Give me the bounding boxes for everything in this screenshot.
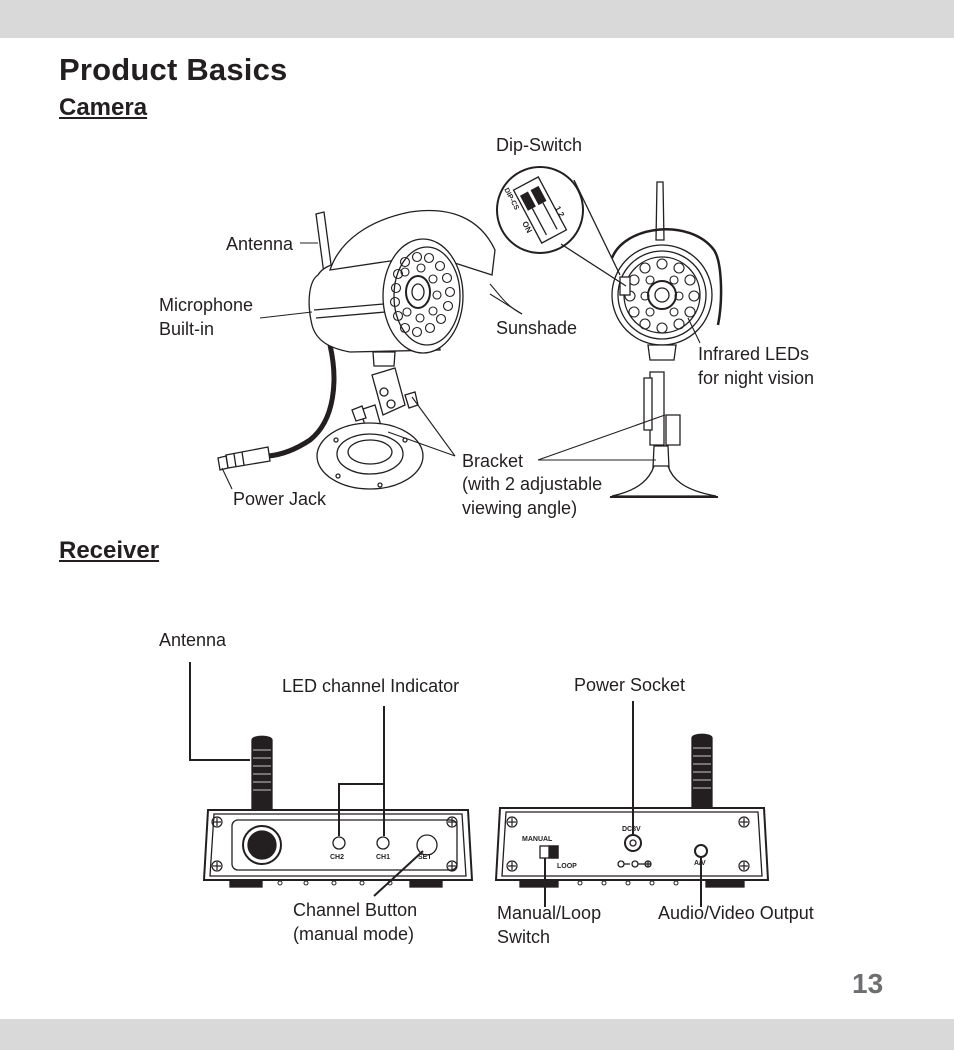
power-socket-label: Power Socket [574,675,686,695]
camera-heading: Camera [59,94,148,121]
camera-antenna-label: Antenna [226,234,294,254]
receiver-antenna-label: Antenna [159,630,227,650]
bracket-label-line1: Bracket [462,451,524,471]
microphone-label-line1: Microphone [159,295,254,315]
dip-switch-label: Dip-Switch [496,135,583,155]
dc-socket-label: DC8V [622,826,641,833]
receiver-callout-lines [189,662,702,907]
microphone-label-line2: Built-in [159,319,215,339]
bracket-label-line2: (with 2 adjustable [462,474,603,494]
receiver-front-illustration [202,735,474,888]
page-title: Product Basics [59,52,288,87]
led-indicator-label: LED channel Indicator [282,676,460,696]
manual-loop-label-line2: Switch [497,927,551,947]
page-number: 13 [852,968,884,999]
receiver-heading: Receiver [59,537,160,564]
footer-band [0,1019,954,1050]
loop-switch-label: LOOP [557,863,577,870]
bracket-label-line3: viewing angle) [462,498,578,518]
camera-callout-lines [221,242,701,490]
power-jack-label: Power Jack [233,489,327,509]
ch2-led-label: CH2 [330,854,344,861]
dip-switch-inset [496,166,627,287]
channel-button-label-line2: (manual mode) [293,924,415,944]
set-button-label: SET [418,854,432,861]
infrared-label-line1: Infrared LEDs [698,344,810,364]
av-output-label: Audio/Video Output [658,903,814,923]
av-jack-label: A/V [694,860,706,867]
ch1-led-label: CH1 [376,854,390,861]
manual-loop-label-line1: Manual/Loop [497,903,602,923]
header-band [0,0,954,38]
camera-front-illustration [610,181,723,498]
sunshade-label: Sunshade [496,318,578,338]
camera-side-illustration [217,209,496,490]
manual-switch-label: MANUAL [522,836,553,843]
channel-button-label-line1: Channel Button [293,900,418,920]
infrared-label-line2: for night vision [698,368,815,388]
